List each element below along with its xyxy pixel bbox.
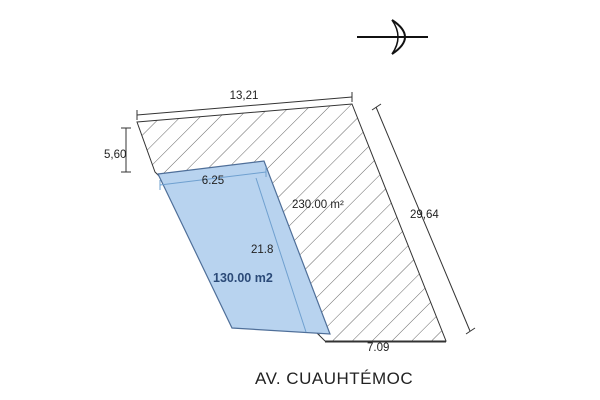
subplot-width-dimension [159, 167, 267, 190]
subplot-width-label: 6.25 [202, 175, 224, 187]
subplot-area-label: 130.00 m2 [213, 271, 273, 285]
street-name-label: AV. CUAUHTÉMOC [255, 369, 413, 388]
left-dimension-label: 5,60 [104, 149, 126, 161]
total-plot [136, 103, 447, 342]
right-dimension-line [371, 103, 476, 335]
subplot-length-label: 21.8 [251, 244, 273, 256]
bottom-dimension-label: 7.09 [367, 342, 389, 354]
total-area-label: 230.00 m² [292, 199, 344, 211]
left-dimension-line [121, 127, 131, 173]
subplot-length-dimension [255, 177, 307, 333]
top-dimension-line [136, 92, 353, 120]
top-dimension-label: 13,21 [230, 90, 259, 102]
subplot-area [157, 160, 331, 335]
right-dimension-label: 29,64 [410, 209, 439, 221]
north-arrow-icon [357, 19, 428, 55]
